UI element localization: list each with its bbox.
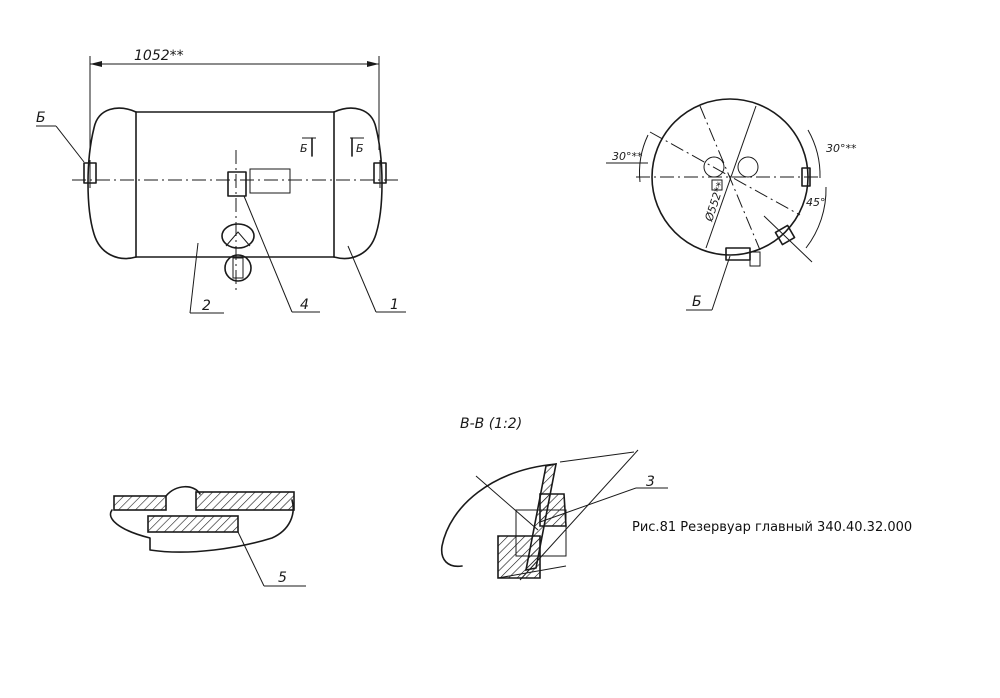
figure-caption: Рис.81 Резервуар главный 340.40.32.000 bbox=[632, 520, 913, 535]
callout-2: 2 bbox=[189, 242, 224, 314]
nameplate bbox=[249, 168, 291, 194]
section-title: В-В (1:2) bbox=[460, 416, 522, 432]
end-view: 30°** 30°** 45° Ø552** Б bbox=[606, 98, 857, 311]
left-nozzle bbox=[83, 160, 97, 188]
section-mark-left: Б bbox=[300, 137, 316, 157]
svg-text:2: 2 bbox=[202, 298, 211, 314]
leader-b-end: Б bbox=[686, 255, 731, 311]
angle-left-label: 30°** bbox=[612, 150, 643, 163]
svg-text:Б: Б bbox=[36, 110, 46, 126]
callout-1: 1 bbox=[347, 245, 406, 313]
leader-b-side: Б bbox=[36, 110, 85, 163]
svg-text:1: 1 bbox=[390, 297, 399, 313]
section-mark-right: Б bbox=[350, 137, 364, 157]
length-dimension: 1052** bbox=[89, 48, 380, 150]
callout-5: 5 bbox=[278, 570, 287, 586]
gasket-5 bbox=[147, 515, 239, 533]
section-view: В-В (1:2) 3 bbox=[440, 416, 668, 581]
shell-arc bbox=[440, 463, 557, 568]
detail-view: 5 bbox=[109, 485, 306, 587]
right-nozzle bbox=[373, 160, 387, 188]
side-view: 1052** Б Б Б 2 4 bbox=[36, 48, 406, 314]
end-bottom-fitting bbox=[725, 247, 761, 267]
diameter-label: Ø552** bbox=[702, 180, 727, 224]
svg-text:Б: Б bbox=[300, 142, 308, 155]
callout-4: 4 bbox=[243, 195, 320, 313]
svg-text:Б: Б bbox=[692, 294, 702, 310]
svg-text:4: 4 bbox=[300, 297, 309, 313]
length-dim-label: 1052** bbox=[134, 48, 184, 64]
angle-right-label: 30°** bbox=[826, 142, 857, 155]
callout-3: 3 bbox=[646, 474, 655, 490]
angle-45-label: 45° bbox=[806, 196, 826, 209]
bottom-valve bbox=[221, 223, 255, 282]
end-right-fitting bbox=[774, 224, 796, 246]
svg-text:Б: Б bbox=[356, 142, 364, 155]
fitting-4 bbox=[227, 171, 247, 197]
